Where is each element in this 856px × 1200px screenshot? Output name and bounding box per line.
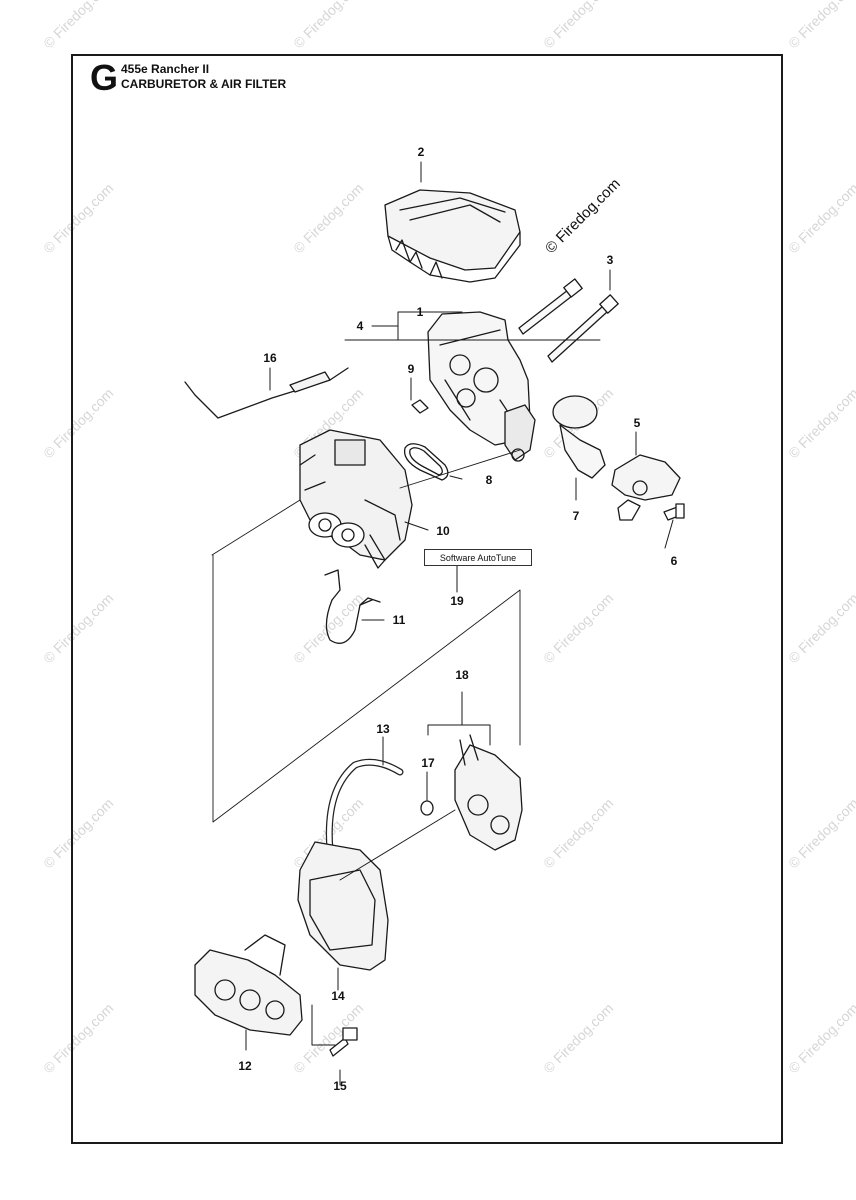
- callout-7: 7: [572, 509, 580, 523]
- callout-10: 10: [436, 524, 450, 538]
- clip-part: [412, 400, 428, 413]
- callout-14: 14: [331, 989, 345, 1003]
- callout-15: 15: [333, 1079, 347, 1093]
- callout-12: 12: [238, 1059, 252, 1073]
- filter-holder-part: [428, 312, 535, 461]
- callout-19: 19: [450, 594, 464, 608]
- callout-5: 5: [633, 416, 641, 430]
- page-title: CARBURETOR & AIR FILTER: [121, 77, 287, 91]
- callout-8: 8: [485, 473, 493, 487]
- callout-3: 3: [606, 253, 614, 267]
- screw-part: [664, 504, 684, 520]
- washer-part: [421, 801, 433, 815]
- callout-16: 16: [263, 351, 277, 365]
- gasket-part: [405, 444, 448, 480]
- callout-9: 9: [407, 362, 415, 376]
- callout-13: 13: [376, 722, 390, 736]
- callout-6: 6: [670, 554, 678, 568]
- screw-part: [330, 1028, 357, 1056]
- bolt-part: [519, 279, 618, 362]
- air-filter-cover-part: [385, 190, 520, 282]
- projection-lines: [212, 340, 600, 880]
- section-letter: G: [90, 57, 119, 98]
- shutter-part: [553, 396, 605, 478]
- callout-1: 1: [416, 305, 424, 319]
- callout-18: 18: [455, 668, 469, 682]
- callout-17: 17: [421, 756, 435, 770]
- choke-rod-part: [185, 368, 348, 418]
- carburetor-part: [300, 430, 412, 568]
- model-name: 455e Rancher II: [121, 62, 210, 76]
- flange-part: [195, 935, 302, 1035]
- cable-part: [325, 570, 380, 643]
- diagram-frame: [71, 54, 783, 1144]
- bracket-part: [455, 735, 522, 850]
- choke-part: [612, 455, 680, 520]
- callout-11: 11: [392, 613, 406, 627]
- intake-housing-part: [298, 842, 388, 970]
- callout-4: 4: [356, 319, 364, 333]
- hose-part: [329, 762, 400, 850]
- callout-2: 2: [417, 145, 425, 159]
- software-autotune-tag: Software AutoTune: [424, 549, 532, 566]
